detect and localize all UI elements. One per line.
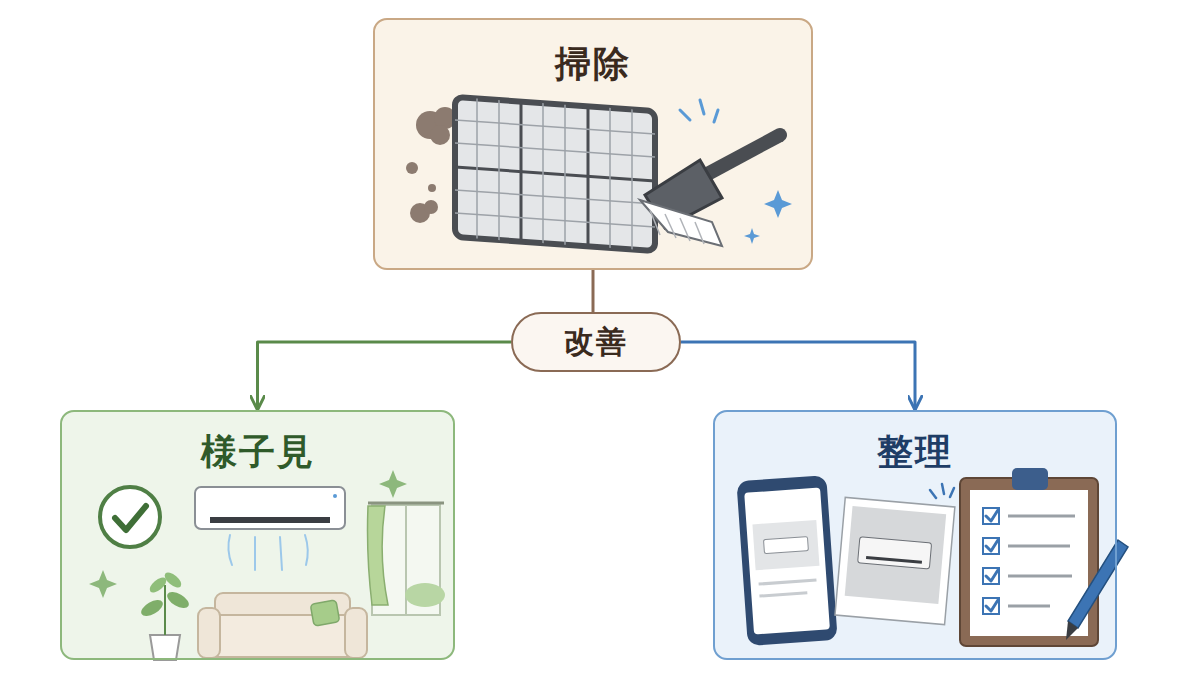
smartphone — [736, 475, 837, 646]
pen — [1066, 540, 1128, 640]
box-ground — [60, 410, 455, 660]
photo-print — [835, 497, 955, 624]
node-label: 整理 — [877, 430, 953, 473]
task-box: 掃除 — [373, 18, 813, 270]
node-label: 改善 — [564, 324, 628, 360]
pill-ground — [511, 312, 681, 372]
connector — [258, 342, 512, 410]
air-conditioner — [195, 487, 345, 570]
dust-clouds — [406, 107, 456, 223]
outcome-box: 様子見 — [60, 410, 455, 660]
sparkles — [680, 100, 792, 244]
window — [368, 503, 446, 615]
node-label: 様子見 — [201, 430, 315, 473]
node-label: 掃除 — [555, 42, 631, 85]
sofa — [198, 593, 367, 658]
vacuum-brush — [640, 135, 780, 246]
potted-plant — [139, 570, 192, 660]
outcome-box: 整理 — [713, 410, 1117, 660]
check-mark — [100, 487, 160, 547]
connector — [681, 342, 915, 410]
connector — [592, 270, 595, 312]
air-filter — [455, 97, 655, 251]
sparkle-icons — [89, 470, 407, 598]
box-ground — [713, 410, 1117, 660]
result-pill: 改善 — [511, 312, 681, 372]
sparkle-lines — [930, 484, 954, 498]
box-ground — [373, 18, 813, 270]
